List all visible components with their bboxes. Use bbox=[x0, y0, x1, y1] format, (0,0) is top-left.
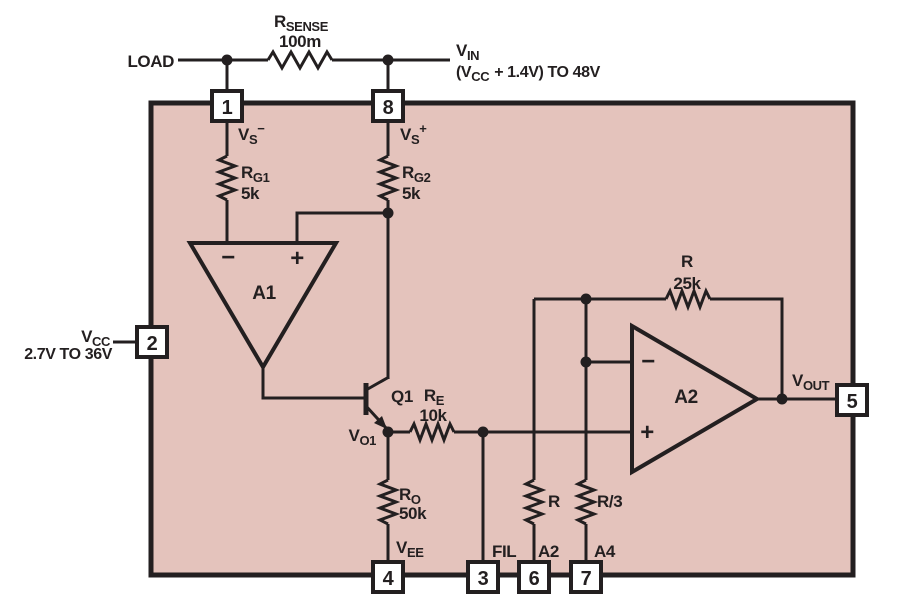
pin-8-number: 8 bbox=[383, 97, 394, 119]
pin-7-box bbox=[569, 560, 603, 594]
rsense-value: 100m bbox=[279, 32, 321, 51]
junction-dot bbox=[382, 54, 394, 66]
pin-1-number: 1 bbox=[222, 97, 233, 119]
rg1-value: 5k bbox=[241, 184, 260, 203]
load-label: LOAD bbox=[127, 52, 174, 71]
pin-2-box bbox=[135, 325, 169, 359]
opamp-a2 bbox=[630, 322, 761, 476]
vin-range-label: (VCC+ 1.4V) TO 48V bbox=[456, 64, 601, 84]
junction-dot bbox=[382, 207, 394, 219]
re-value: 10k bbox=[419, 406, 447, 425]
wire-fb-right bbox=[710, 297, 784, 399]
q1-label: Q1 bbox=[391, 387, 413, 406]
pin-2-number: 2 bbox=[147, 333, 158, 355]
a2-label: A2 bbox=[674, 387, 698, 408]
vout-label: VOUT bbox=[792, 371, 830, 393]
rg1-label: RG1 bbox=[241, 163, 270, 185]
vin-label: VIN bbox=[456, 41, 479, 63]
wires bbox=[113, 58, 837, 562]
transistor-q1 bbox=[363, 375, 390, 431]
fil-label: FIL bbox=[492, 542, 516, 561]
a1-minus-sign: − bbox=[221, 244, 235, 271]
junction-dot bbox=[776, 393, 788, 405]
pin-4-number: 4 bbox=[383, 568, 395, 590]
pin-3-box bbox=[466, 560, 500, 594]
rfb-label: R bbox=[681, 252, 693, 271]
resistor-r3-a4 bbox=[573, 478, 599, 526]
resistor-re bbox=[408, 419, 456, 445]
rsense-label: RSENSE bbox=[274, 12, 329, 34]
junction-dot bbox=[580, 356, 592, 368]
junction-dot bbox=[477, 426, 489, 438]
resistor-r-a2 bbox=[521, 478, 547, 526]
pin-6-number: 6 bbox=[529, 568, 540, 590]
pin-6-box bbox=[517, 560, 551, 594]
pin-7-number: 7 bbox=[581, 568, 592, 590]
pin-8-box bbox=[371, 89, 405, 123]
junction-dot bbox=[580, 293, 592, 305]
a1-label: A1 bbox=[252, 283, 276, 304]
rfb-value: 25k bbox=[673, 274, 701, 293]
vee-label: VEE bbox=[396, 538, 424, 560]
ro-label: RO bbox=[399, 485, 421, 507]
pin-5-box bbox=[835, 383, 869, 417]
resistor-rg1 bbox=[214, 154, 240, 202]
pin-4-box bbox=[371, 560, 405, 594]
resistors bbox=[214, 48, 712, 526]
resistor-rsense bbox=[266, 48, 334, 72]
resistor-ro bbox=[375, 478, 401, 526]
resistor-rg2 bbox=[375, 154, 401, 202]
pin-3-number: 3 bbox=[478, 568, 489, 590]
resistor-rfb bbox=[664, 286, 712, 312]
q1-emitter-arrow-icon bbox=[374, 416, 387, 429]
ro-value: 50k bbox=[399, 504, 427, 523]
labels: LOAD RSENSE 100m VIN (VCC+ 1.4V) TO 48V … bbox=[24, 12, 830, 561]
rg2-label: RG2 bbox=[402, 163, 431, 185]
junction-dots bbox=[221, 54, 788, 438]
pin-5-number: 5 bbox=[847, 391, 858, 413]
q1-collector bbox=[365, 375, 390, 392]
vs-minus-label: VS− bbox=[238, 121, 265, 147]
wire-a1plus-branch bbox=[295, 211, 388, 243]
a2-pin-label: A2 bbox=[538, 542, 559, 561]
pin-boxes: 1 8 2 5 4 3 6 7 bbox=[135, 89, 869, 594]
junction-dot bbox=[221, 54, 233, 66]
r-a4-label: R/3 bbox=[597, 492, 622, 511]
a1-plus-sign: + bbox=[290, 245, 304, 272]
opamp-a1 bbox=[186, 241, 340, 371]
vcc-range-label: 2.7V TO 36V bbox=[24, 346, 113, 363]
vcc-label: VCC bbox=[81, 327, 111, 349]
a4-pin-label: A4 bbox=[594, 542, 616, 561]
pin-1-box bbox=[210, 89, 244, 123]
a2-plus-sign: + bbox=[640, 419, 654, 446]
re-label: RE bbox=[424, 386, 445, 408]
ic-body bbox=[148, 100, 856, 578]
a2-minus-sign: − bbox=[641, 348, 655, 375]
wire-a1out-q1base bbox=[261, 367, 364, 400]
r-a2-label: R bbox=[548, 492, 560, 511]
rg2-value: 5k bbox=[402, 184, 421, 203]
vs-plus-label: VS+ bbox=[400, 121, 427, 147]
junction-dot bbox=[382, 426, 394, 438]
vo1-label: VO1 bbox=[349, 426, 377, 448]
